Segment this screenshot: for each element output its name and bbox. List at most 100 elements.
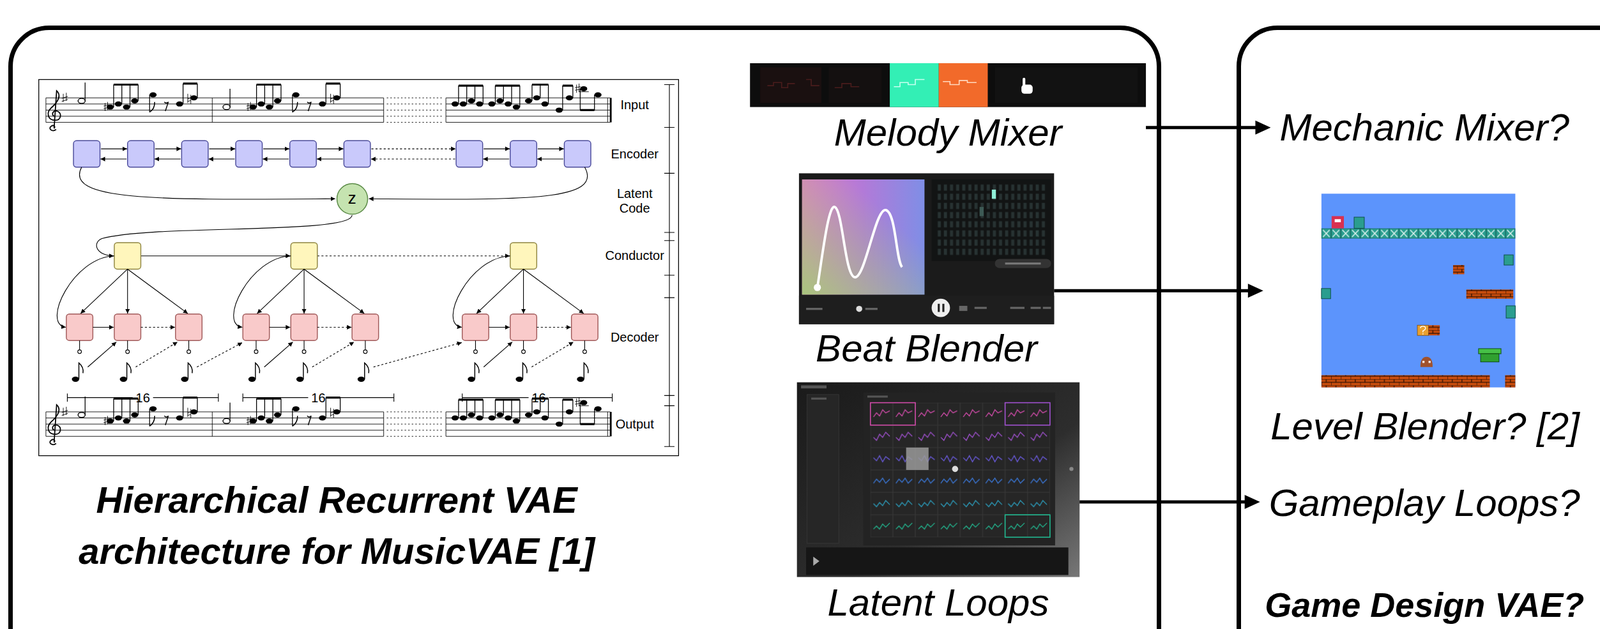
mario-level	[1417, 325, 1429, 336]
label-holder: Encoder	[610, 146, 659, 162]
music-staff	[45, 396, 611, 445]
connector-arrow	[1145, 120, 1271, 135]
latent-loops-screenshot	[1005, 403, 1051, 426]
idea-node: Mechanic Mixer?	[1270, 102, 1579, 153]
part-label: Input	[620, 97, 649, 113]
encoder-arrows	[371, 148, 457, 150]
encoder-cells	[343, 140, 371, 168]
beat-blender-screenshot	[799, 173, 1054, 324]
mario-level	[1504, 254, 1514, 266]
melody-mixer-screenshot	[938, 63, 989, 108]
encoder-arrows	[317, 255, 510, 257]
level-panel: Level Blender? [2]	[1263, 191, 1587, 453]
figure-frame	[38, 79, 679, 457]
idea-label: Gameplay Loops?	[1269, 480, 1581, 526]
encoder-cells	[289, 140, 317, 168]
encoder-arrows	[317, 148, 344, 150]
right-panel: Game Design VAE?Mechanic Mixer?Level Ble…	[1236, 25, 1600, 629]
mario-level	[1422, 360, 1425, 363]
latent-loops-screenshot	[1005, 514, 1051, 538]
label-holder: 16	[136, 390, 151, 406]
beat-blender-screenshot	[817, 206, 903, 288]
beat-blender-screenshot	[855, 305, 863, 313]
encoder-arrows	[373, 342, 462, 367]
arrow-head	[1248, 283, 1264, 298]
mario-level	[1321, 193, 1516, 388]
latent-loops-screenshot	[870, 514, 1051, 538]
latent-loops-screenshot	[797, 382, 1081, 578]
mario-level	[1428, 360, 1431, 363]
beat-blender-screenshot	[979, 206, 984, 216]
encoder-arrows	[369, 167, 588, 200]
mario-level	[1331, 215, 1344, 229]
figure-caption: Hierarchical Recurrent VAE architecture …	[35, 474, 639, 577]
encoder-cells	[127, 140, 155, 168]
count-label: 16	[311, 390, 326, 406]
latent-loops-screenshot	[863, 392, 1056, 546]
section-bracket	[664, 84, 675, 448]
encoder-cells	[181, 140, 209, 168]
connector-arrow	[1079, 495, 1261, 510]
mario-level	[1321, 374, 1491, 388]
latent-loops-screenshot	[952, 466, 959, 473]
label-holder: 16	[531, 390, 546, 406]
melody-mixer-screenshot	[749, 63, 1146, 108]
beat-blender-screenshot	[974, 307, 987, 310]
latent-loops-screenshot	[870, 447, 1051, 471]
latent-loops-screenshot	[811, 397, 827, 400]
decoder-groups	[56, 242, 598, 382]
latent-loops-screenshot	[870, 403, 916, 426]
idea-node: Gameplay Loops?	[1260, 478, 1590, 529]
latent-node: z	[335, 182, 369, 216]
latent-loops-screenshot	[1069, 466, 1074, 471]
demo-title: Melody Mixer	[749, 110, 1146, 156]
latent-loops-screenshot	[807, 394, 840, 544]
beat-blender-screenshot	[806, 307, 823, 310]
beat-blender-screenshot	[802, 179, 925, 295]
mario-level	[1420, 326, 1426, 335]
demo-panel: Beat Blender	[799, 171, 1054, 372]
mario-level	[1480, 353, 1500, 363]
latent-loops-screenshot	[870, 470, 1051, 493]
connector-line	[1053, 289, 1251, 293]
count-label: 16	[136, 390, 151, 406]
beat-blender-screenshot	[802, 179, 925, 295]
mario-level	[1504, 374, 1516, 388]
mario-level	[1321, 193, 1516, 388]
part-label: Output	[615, 417, 655, 432]
label-holder: 16	[311, 390, 326, 406]
encoder-arrows	[537, 158, 564, 160]
encoder-arrows	[154, 158, 181, 160]
arrow-head	[1244, 495, 1261, 510]
melody-mixer-screenshot	[995, 67, 1139, 103]
label-holder: Input	[620, 97, 649, 113]
encoder-arrows	[140, 255, 290, 257]
part-label: Decoder	[610, 330, 660, 345]
encoder-arrows	[79, 167, 335, 200]
section-bracket	[664, 84, 675, 448]
count-label: 16	[531, 390, 546, 406]
mario-level	[1334, 219, 1342, 223]
demo-panel: Latent Loops	[797, 380, 1081, 626]
melody-mixer-screenshot	[889, 63, 939, 108]
encoder-arrows	[483, 148, 510, 150]
mario-level	[1321, 288, 1331, 299]
latent-symbol: z	[335, 182, 369, 214]
arrow-head	[1255, 120, 1271, 135]
beat-blender-screenshot	[937, 304, 940, 313]
beat-blender-screenshot	[937, 183, 1048, 257]
music-staff	[45, 82, 611, 131]
beat-blender-screenshot	[813, 284, 821, 292]
encoder-cells	[510, 140, 538, 168]
mario-level	[1466, 289, 1514, 299]
encoder-arrows	[196, 342, 243, 367]
beat-blender-screenshot	[799, 173, 1054, 324]
beat-blender-screenshot	[942, 304, 945, 313]
part-label: Conductor	[605, 248, 665, 264]
beat-blender-screenshot	[1010, 307, 1025, 310]
latent-loops-screenshot	[800, 385, 827, 389]
beat-blender-screenshot	[959, 305, 968, 312]
label-holder: Latent Code	[609, 186, 661, 216]
mario-level	[1354, 217, 1365, 229]
